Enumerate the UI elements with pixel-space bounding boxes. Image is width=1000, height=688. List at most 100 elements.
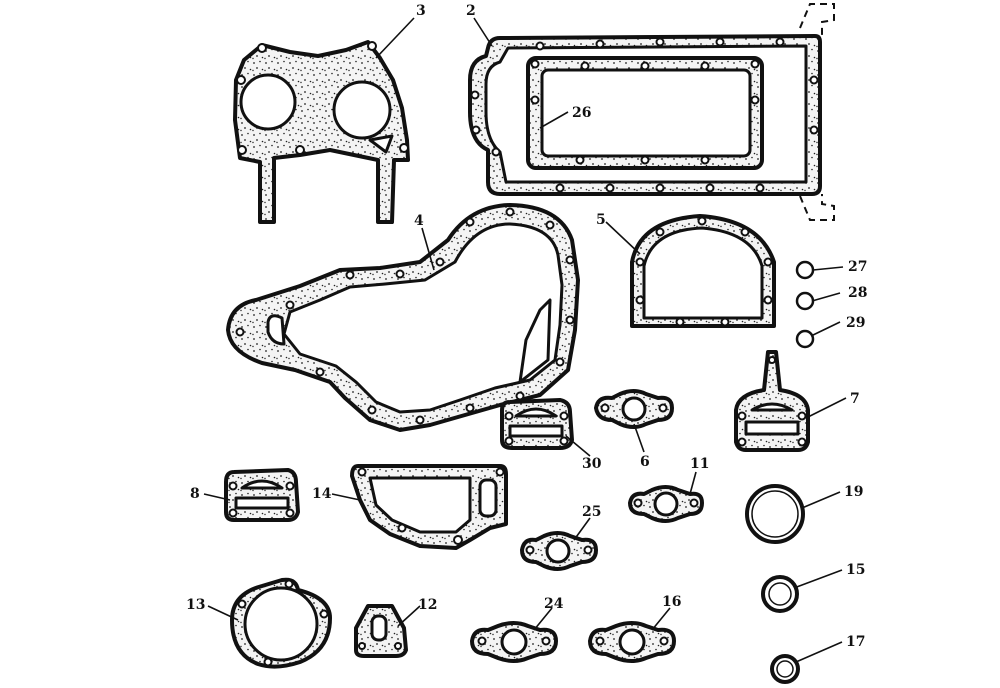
gasket-24-bolt-hole	[541, 636, 551, 646]
callout-17: 17	[846, 634, 865, 650]
gasket-6-bore	[621, 396, 647, 422]
gasket-3-bolt-hole	[367, 41, 377, 51]
gasket-30-bolt-hole	[504, 436, 514, 446]
gasket-8-slot-upper	[240, 479, 284, 490]
callout-3: 3	[416, 3, 426, 19]
gasket-14-bolt-hole	[453, 535, 463, 545]
gasket-6-bolt-hole	[600, 403, 610, 413]
gasket-30	[500, 398, 574, 450]
callout-2: 2	[466, 3, 476, 19]
leader-15	[793, 569, 843, 589]
gasket-6-bolt-hole	[658, 403, 668, 413]
gasket-24	[470, 621, 558, 663]
gasket-8-bolt-hole	[228, 508, 238, 518]
leader-25	[573, 517, 591, 541]
gasket-7-bolt-hole	[797, 411, 807, 421]
callout-30: 30	[582, 456, 602, 472]
ring-19-inner	[751, 490, 799, 538]
gasket-2-extension-bottom	[799, 194, 835, 221]
leader-19	[801, 491, 841, 509]
leader-14	[331, 493, 361, 501]
callout-11: 11	[690, 456, 709, 472]
callout-8: 8	[190, 486, 200, 502]
gasket-14-bolt-hole	[495, 467, 505, 477]
gasket-14-bolt-hole	[397, 523, 407, 533]
o-ring-29	[795, 329, 815, 349]
gasket-26-holes	[530, 59, 760, 165]
leader-3	[375, 17, 415, 59]
gasket-8-bolt-hole	[285, 481, 295, 491]
callout-29: 29	[846, 315, 865, 331]
gasket-16-bore	[618, 628, 646, 656]
gasket-3-outline	[233, 40, 410, 224]
gasket-3-bolt-hole	[237, 145, 247, 155]
gasket-3-bolt-hole	[236, 75, 246, 85]
callout-16: 16	[662, 594, 681, 610]
gasket-8	[224, 468, 300, 522]
leader-12	[397, 605, 421, 627]
gasket-7-bolt-hole	[737, 411, 747, 421]
gasket-8-bolt-hole	[228, 481, 238, 491]
gasket-5	[630, 214, 776, 328]
gasket-6	[594, 389, 674, 429]
gasket-3-bolt-hole	[399, 143, 409, 153]
gasket-7	[734, 350, 810, 452]
gasket-13-bolt-hole	[237, 599, 247, 609]
ring-19	[745, 484, 805, 544]
gasket-7-bolt-hole	[797, 437, 807, 447]
leader-17	[795, 641, 843, 663]
gasket-13-bolt-hole	[284, 579, 294, 589]
gasket-24-bore	[500, 628, 528, 656]
leader-30	[565, 435, 591, 457]
leader-lines	[203, 17, 847, 663]
gasket-14-bolt-hole	[357, 467, 367, 477]
gasket-14	[350, 464, 508, 550]
gasket-8-slot-lower	[234, 496, 290, 510]
leader-6	[633, 423, 645, 453]
gasket-25-bolt-hole	[525, 545, 535, 555]
gasket-13-bolt-hole	[263, 657, 273, 667]
gasket-7-bolt-hole	[768, 356, 776, 364]
leader-29	[810, 321, 841, 337]
gasket-11	[628, 485, 704, 523]
gasket-16	[588, 621, 676, 663]
gasket-11-bolt-hole	[689, 498, 699, 508]
gasket-14-side-slot	[478, 478, 498, 518]
callout-19: 19	[844, 484, 863, 500]
leader-16	[651, 607, 671, 631]
callout-15: 15	[846, 562, 865, 578]
gasket-7-slot-upper	[750, 402, 794, 412]
ring-15	[761, 575, 799, 613]
gasket-13-bolt-hole	[319, 609, 329, 619]
gasket-12-bolt-hole	[358, 642, 366, 650]
gasket-12-bolt-hole	[394, 642, 402, 650]
callout-25: 25	[582, 504, 601, 520]
gasket-7-slot-lower	[744, 420, 800, 436]
leader-27	[812, 266, 844, 271]
leader-24	[533, 607, 553, 631]
gasket-5-inner-opening	[642, 226, 764, 320]
gasket-2	[468, 3, 835, 221]
ring-17-inner	[776, 660, 794, 678]
gasket-12-slot	[370, 614, 388, 642]
leader-5	[605, 221, 641, 255]
gasket-13	[230, 577, 332, 669]
gasket-4-side-slot	[266, 314, 286, 346]
gasket-5-holes	[635, 216, 773, 327]
leader-7	[805, 397, 847, 419]
gasket-3-bore-right	[332, 80, 392, 140]
o-ring-27	[795, 260, 815, 280]
leader-2	[473, 17, 493, 47]
gasket-11-bore	[653, 491, 679, 517]
callout-5: 5	[596, 212, 606, 228]
gasket-30-bolt-hole	[504, 411, 514, 421]
gasket-7-bolt-hole	[737, 437, 747, 447]
leader-8	[203, 493, 231, 501]
gasket-3-cutout	[368, 134, 394, 154]
gasket-3	[233, 40, 410, 224]
callout-26: 26	[572, 105, 591, 121]
ring-17	[770, 654, 800, 684]
gasket-4	[226, 203, 580, 432]
leader-4	[421, 227, 435, 271]
